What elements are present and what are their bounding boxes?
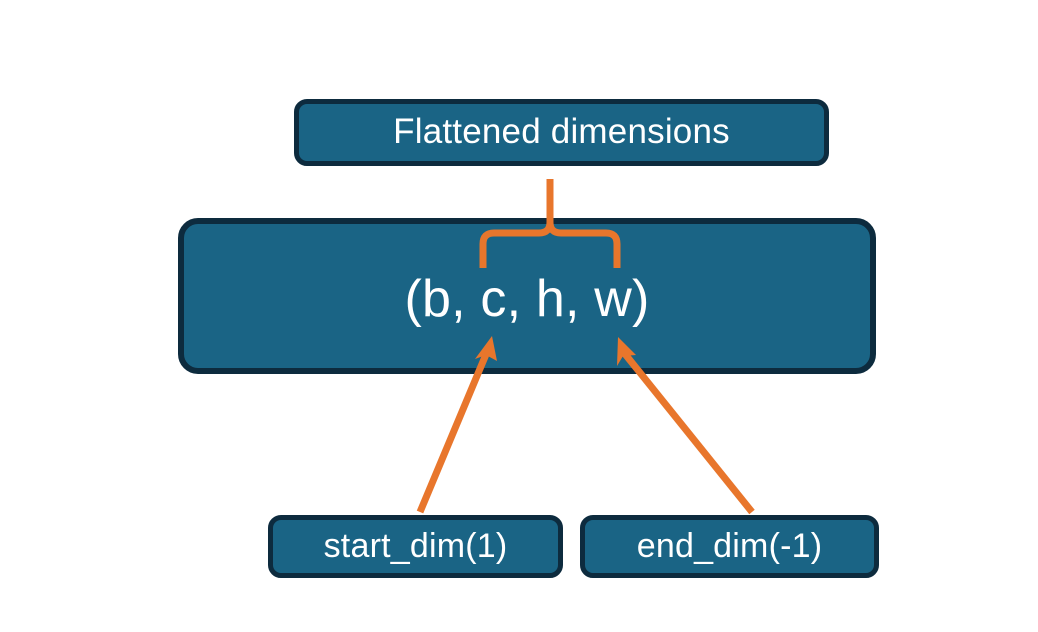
end-dim-box: end_dim(-1) [580,515,879,578]
end-dim-label: end_dim(-1) [636,526,823,565]
start-dim-label: start_dim(1) [323,526,508,565]
flattened-dimensions-box: Flattened dimensions [294,99,829,166]
flattened-dimensions-label: Flattened dimensions [393,112,730,152]
tensor-shape-box: (b, c, h, w) [178,218,876,374]
start-dim-box: start_dim(1) [268,515,563,578]
tensor-shape-label: (b, c, h, w) [404,270,650,329]
